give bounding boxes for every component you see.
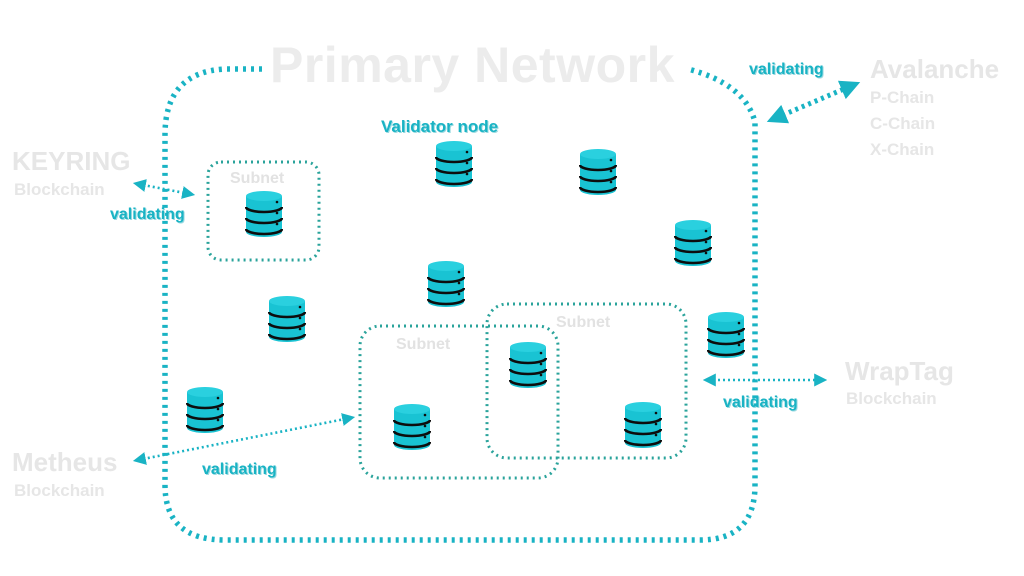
validator-node-icon	[674, 219, 712, 267]
validator-node-icon	[435, 140, 473, 188]
validator-node-icon	[707, 311, 745, 359]
subnet-label-3: Subnet	[556, 314, 611, 331]
wraptag-sub: Blockchain	[846, 389, 937, 408]
validator-node-icon	[393, 403, 431, 451]
wraptag-name: WrapTag	[845, 356, 954, 386]
subnet-box-3	[485, 302, 688, 460]
avalanche-chain-p: P-Chain	[870, 88, 935, 107]
validator-node-icon	[624, 401, 662, 449]
keyring-name: KEYRING	[12, 146, 131, 176]
validating-label-metheus: validating	[202, 461, 277, 478]
avalanche-chain-x: X-Chain	[870, 140, 935, 159]
subnet-label-2: Subnet	[396, 336, 451, 353]
avalanche-chain-c: C-Chain	[870, 114, 936, 133]
validator-node-icon	[268, 295, 306, 343]
validator-node-icon	[427, 260, 465, 308]
subnet-label-1: Subnet	[230, 170, 285, 187]
subnet-box-2	[358, 324, 560, 480]
validator-node-icon	[186, 386, 224, 434]
diagram-title: Primary Network	[270, 37, 675, 93]
validating-label-keyring: validating	[110, 206, 185, 223]
avalanche-name: Avalanche	[870, 54, 1000, 84]
metheus-name: Metheus	[12, 447, 118, 477]
metheus-sub: Blockchain	[14, 481, 105, 500]
avalanche-arrow	[766, 80, 861, 124]
subnet-box-1	[206, 160, 321, 262]
metheus-arrow	[132, 413, 356, 465]
validator-node-icon	[579, 148, 617, 196]
validating-label-wraptag: validating	[723, 394, 798, 411]
validator-node-label: Validator node	[381, 117, 499, 136]
validator-node-icon	[245, 190, 283, 238]
validator-node-icon	[509, 341, 547, 389]
keyring-arrow	[132, 179, 196, 199]
validating-label-avalanche: validating	[749, 61, 824, 78]
keyring-sub: Blockchain	[14, 180, 105, 199]
